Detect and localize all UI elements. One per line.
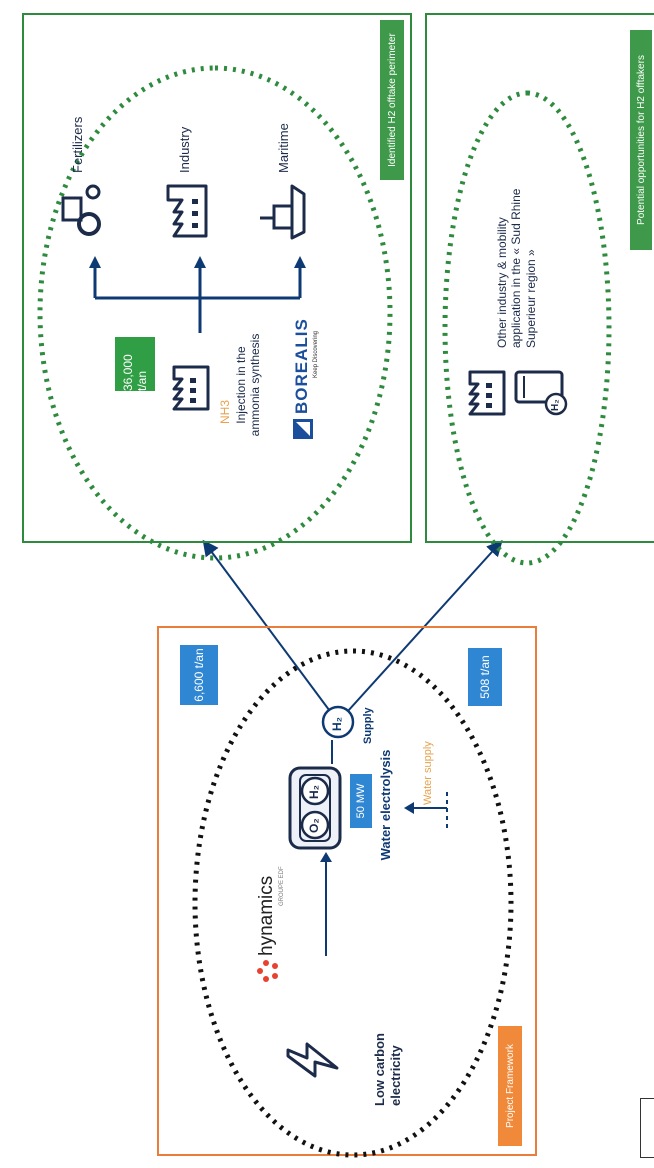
lightning-icon — [286, 1042, 339, 1078]
electrolyser-icon — [288, 766, 342, 850]
water-supply-arrow — [404, 788, 448, 828]
h2-station-icon — [514, 370, 568, 416]
electricity-arrow — [320, 852, 332, 956]
potential-description: Other industry & mobility application in… — [495, 188, 538, 348]
h2-supply-icon — [321, 705, 355, 739]
tractor-icon — [61, 184, 101, 236]
electrolyser-to-supply-line — [331, 740, 333, 764]
hynamics-logo-icon — [257, 960, 278, 982]
industry-icon-potential — [468, 370, 506, 416]
borealis-logo-icon — [293, 419, 313, 439]
h2-label-potential: H₂ — [550, 399, 561, 411]
ship-icon — [260, 184, 306, 240]
branch-arrows — [89, 256, 306, 333]
ammonia-plant-icon — [172, 365, 210, 411]
factory-icon — [166, 184, 208, 238]
arrow-to-identified — [202, 539, 339, 723]
arrow-to-potential — [337, 540, 503, 723]
potential-offtake-tag: Potential opportunities for H2 offtakers — [630, 30, 652, 250]
cropped-note-box — [640, 1098, 654, 1158]
